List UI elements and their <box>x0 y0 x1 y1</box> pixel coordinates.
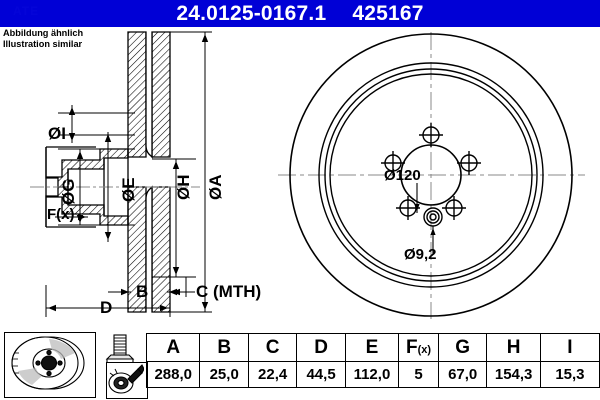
bolt-circle-label: Ø120 <box>384 167 421 184</box>
title-bar: ATE 24.0125-0167.1 425167 <box>0 0 600 27</box>
note-line-en: Illustration similar <box>3 39 83 50</box>
part-number: 24.0125-0167.1 <box>176 2 327 25</box>
cross-section-view <box>30 31 212 317</box>
dim-label-G: ØG <box>59 178 78 205</box>
dim-label-I: ØI <box>48 124 66 143</box>
table-value-E: 112,0 <box>344 361 400 388</box>
illustration-note: Abbildung ähnlich Illustration similar <box>3 28 123 51</box>
dim-label-C: C (MTH) <box>196 282 262 301</box>
face-view <box>278 32 585 319</box>
table-value-B: 25,0 <box>199 361 249 388</box>
dim-label-E: ØE <box>119 177 138 202</box>
pin-hole-label: Ø9,2 <box>404 246 437 263</box>
table-header-H: H <box>486 333 541 362</box>
dim-label-A: ØA <box>206 174 225 201</box>
hub-tool-icon-box <box>106 362 148 399</box>
table-header-row: A B C D E F(x) G H I <box>145 333 600 362</box>
table-header-Fx: F(x) <box>398 333 439 362</box>
table-header-D: D <box>296 333 346 362</box>
table-header-C: C <box>247 333 298 362</box>
table-header-E: E <box>344 333 400 362</box>
table-value-row: 288,0 25,0 22,4 44,5 112,0 5 67,0 154,3 … <box>145 361 600 388</box>
table-header-A: A <box>145 333 201 362</box>
specification-table: A B C D E F(x) G H I 288,0 25,0 22,4 44,… <box>145 333 600 388</box>
table-value-Fx: 5 <box>398 361 439 388</box>
article-number: 425167 <box>352 2 424 25</box>
dim-label-H: ØH <box>174 174 193 201</box>
table-header-B: B <box>199 333 249 362</box>
table-value-I: 15,3 <box>539 361 600 388</box>
table-value-C: 22,4 <box>247 361 298 388</box>
dim-label-B: B <box>136 282 149 301</box>
hub-mounting-icon <box>108 364 144 394</box>
table-value-A: 288,0 <box>145 361 201 388</box>
table-header-I: I <box>539 333 600 362</box>
table-header-G: G <box>437 333 488 362</box>
brake-disc-photo <box>11 336 85 390</box>
table-value-D: 44,5 <box>296 361 346 388</box>
table-value-G: 67,0 <box>437 361 488 388</box>
dim-label-D: D <box>100 298 113 317</box>
table-header-Fx-sub: (x) <box>417 343 432 356</box>
table-value-H: 154,3 <box>486 361 541 388</box>
product-photo-box <box>4 332 96 398</box>
dim-label-Fx: F(x) <box>47 206 75 223</box>
brand-watermark: ATE <box>13 4 40 18</box>
note-line-de: Abbildung ähnlich <box>3 28 84 38</box>
table-header-Fx-main: F <box>405 336 418 358</box>
